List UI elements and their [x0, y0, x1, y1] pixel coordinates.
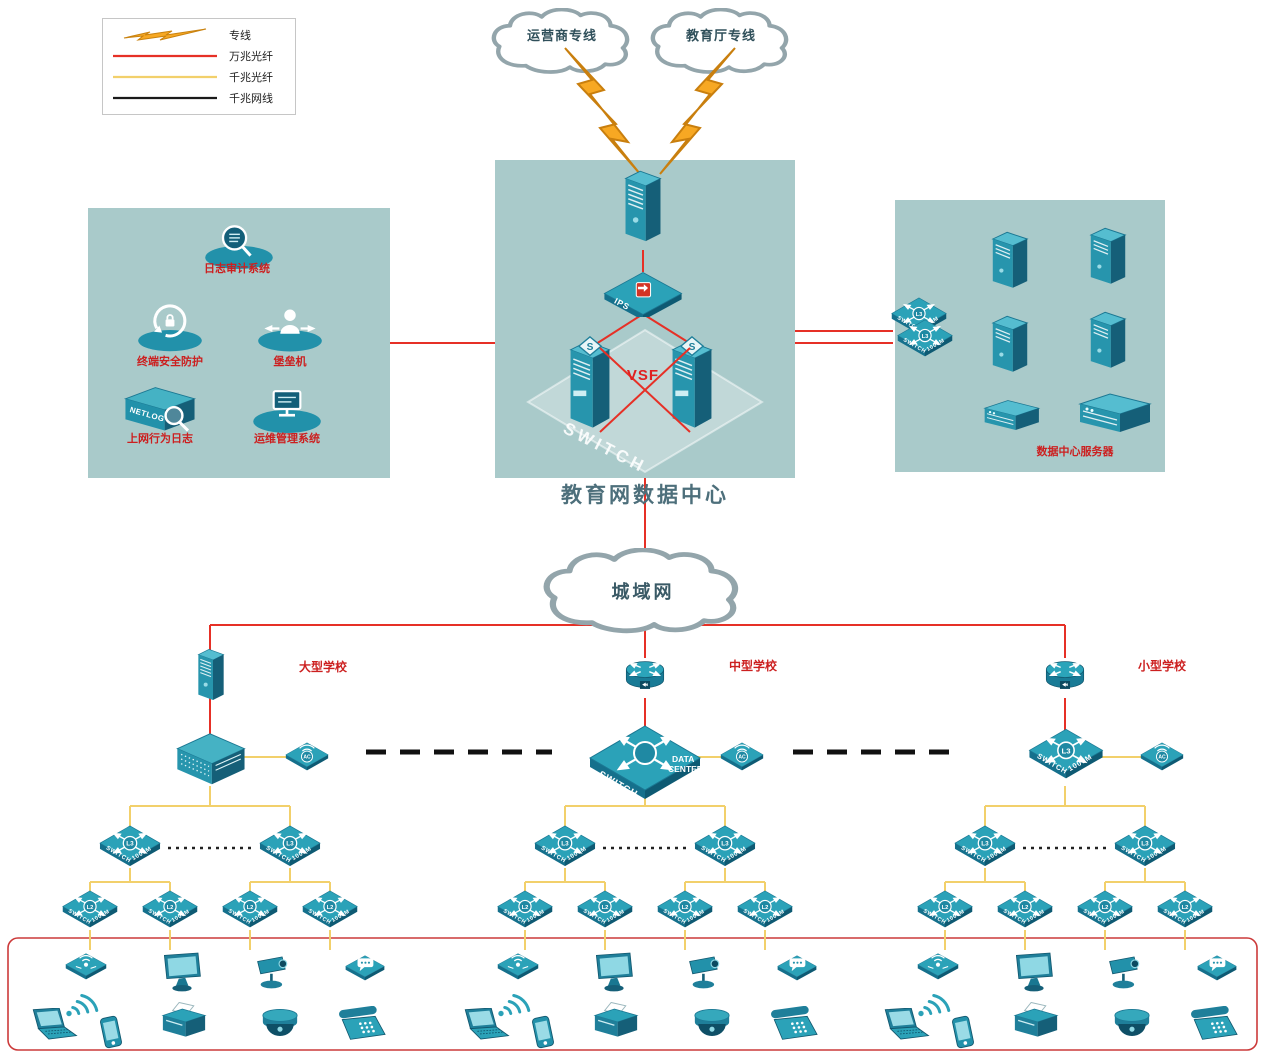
dc-server: [1090, 227, 1126, 285]
vsf-cross-links: [599, 347, 691, 433]
medium-school-router: [625, 660, 665, 690]
legend-label: 千兆光纤: [229, 72, 273, 85]
legend-label: 万兆光纤: [229, 50, 273, 63]
large-school-core-switch: [176, 733, 246, 785]
legend-label: 专线: [229, 29, 251, 42]
isp-cloud: [494, 9, 627, 72]
dc-server: [1090, 311, 1126, 369]
vsf-core-switch-right: [671, 336, 713, 429]
dc-server: [992, 315, 1028, 373]
data-center-label-1: DATA: [672, 754, 694, 764]
legend-label: 千兆网线: [229, 93, 273, 106]
small-school-router: [1045, 660, 1085, 690]
black-line-swatch: [109, 95, 221, 101]
core-firewall: [624, 170, 662, 242]
small-school-core-switch: [1028, 728, 1104, 780]
large-school-gateway-server: [197, 648, 225, 701]
medium-school-core-switch: SWITCH DATA CENTER: [589, 725, 703, 800]
legend-row-1g-fiber: 千兆光纤: [109, 69, 289, 85]
dc-server: [992, 231, 1028, 289]
legend-row-10g-fiber: 万兆光纤: [109, 48, 289, 64]
lightning-swatch-icon: [109, 28, 221, 42]
data-center-label-2: CENTER: [668, 764, 703, 774]
red-line-swatch: [109, 53, 221, 59]
legend-row-dedicated-line: 专线: [109, 27, 289, 43]
vsf-chassis-ghost: [526, 328, 764, 474]
legend: 专线 万兆光纤 千兆光纤 千兆网线: [102, 18, 296, 115]
legend-row-1g-copper: 千兆网线: [109, 90, 289, 106]
edu-cloud: [653, 9, 786, 72]
yellow-line-swatch: [109, 74, 221, 80]
man-cloud: [547, 550, 735, 631]
